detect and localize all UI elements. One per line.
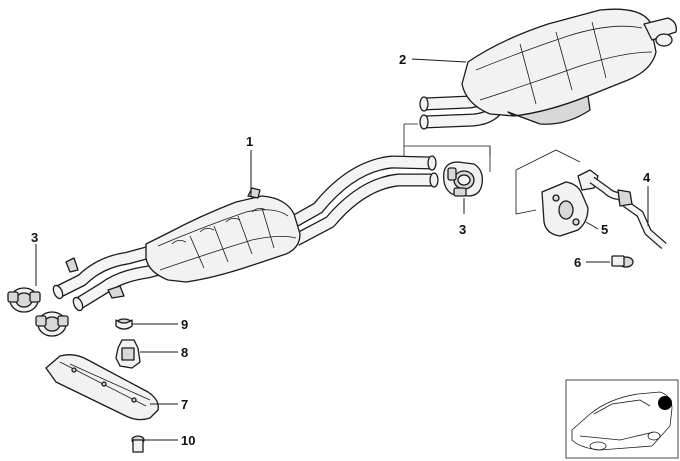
location-marker-dot: [658, 396, 672, 410]
callout-3-center: 3: [459, 222, 466, 237]
gasket[interactable]: [541, 181, 589, 237]
bolt-10[interactable]: [131, 435, 145, 453]
front-pipe-assembly[interactable]: [51, 155, 439, 312]
bolt-6[interactable]: [611, 255, 634, 268]
nut[interactable]: [115, 318, 133, 330]
callout-4: 4: [643, 170, 651, 185]
callout-5: 5: [601, 222, 608, 237]
callout-6: 6: [574, 255, 581, 270]
leader-lines: [35, 58, 649, 441]
callout-9: 9: [181, 317, 188, 332]
callout-2: 2: [399, 52, 406, 67]
callout-8: 8: [181, 345, 188, 360]
rear-silencer[interactable]: [419, 8, 677, 130]
pipe-clamp-left-lower[interactable]: [35, 311, 69, 337]
vehicle-locator-thumbnail: [565, 379, 679, 459]
flange-pipe[interactable]: [577, 169, 667, 250]
rubber-mount[interactable]: [115, 339, 141, 369]
pipe-clamp-center[interactable]: [443, 161, 483, 197]
callout-7: 7: [181, 397, 188, 412]
pipe-clamp-left-upper[interactable]: [7, 287, 41, 313]
callout-3-left: 3: [31, 230, 38, 245]
callout-1: 1: [246, 134, 253, 149]
shield-plate[interactable]: [45, 354, 159, 421]
connection-guide: [403, 123, 491, 172]
callout-10: 10: [181, 433, 195, 448]
callout-labels: 1 2 3 3 4 5 6 7 8 9 10: [31, 52, 651, 448]
